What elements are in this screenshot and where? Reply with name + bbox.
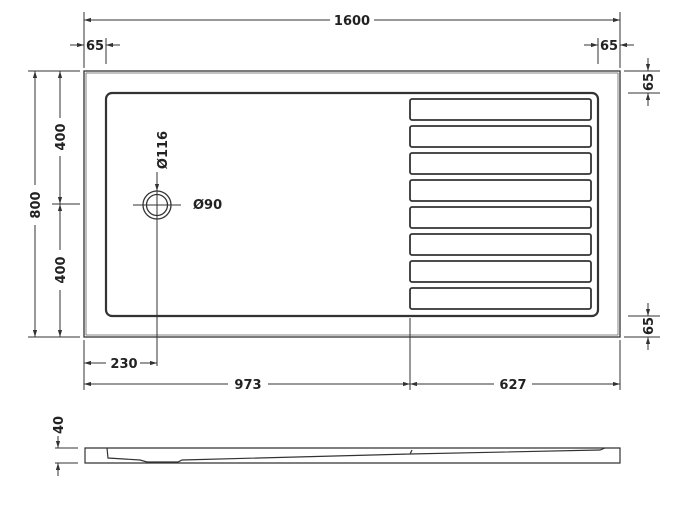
grate-area-length-label: 627 bbox=[499, 378, 526, 393]
dimension-waste-position-vertical: 400 400 bbox=[52, 71, 80, 337]
overall-width-label: 800 bbox=[29, 191, 44, 218]
dimension-overall-length: 1600 bbox=[83, 12, 621, 68]
tray-outer-edge bbox=[83, 70, 621, 338]
waste-outer-diameter-label: Ø116 bbox=[156, 131, 171, 169]
waste-from-top-label: 400 bbox=[54, 123, 69, 150]
dimension-overall-width: 800 bbox=[28, 70, 80, 338]
waste-from-bottom-label: 400 bbox=[54, 256, 69, 283]
waste-inner-diameter-label: Ø90 bbox=[193, 198, 222, 213]
dimension-waste-from-left: 230 bbox=[83, 340, 157, 390]
side-height-label: 40 bbox=[52, 416, 67, 434]
rim-top-label: 65 bbox=[642, 73, 657, 91]
drainage-grate-slot bbox=[409, 152, 592, 175]
dimension-waste-diameters: Ø116 Ø90 bbox=[154, 131, 222, 213]
drainage-grate-slot bbox=[409, 287, 592, 310]
waste-outlet bbox=[133, 181, 181, 366]
dimension-length-split: 973 627 bbox=[84, 318, 621, 393]
drainage-grate-slot bbox=[409, 206, 592, 229]
tray-inner-basin bbox=[104, 91, 600, 318]
rim-right-label: 65 bbox=[600, 39, 618, 54]
flat-area-length-label: 973 bbox=[234, 378, 261, 393]
rim-left-label: 65 bbox=[86, 39, 104, 54]
dimension-rim-left: 65 bbox=[70, 38, 120, 64]
tray-side-view: 40 bbox=[52, 416, 621, 476]
drainage-grates bbox=[409, 98, 592, 310]
waste-from-left-label: 230 bbox=[110, 357, 137, 372]
dimension-rim-top: 65 bbox=[624, 58, 660, 106]
tray-plan-view bbox=[83, 70, 621, 366]
drainage-grate-slot bbox=[409, 260, 592, 283]
rim-bottom-label: 65 bbox=[642, 317, 657, 335]
tray-outer-edge-inner-line bbox=[85, 72, 619, 336]
overall-length-label: 1600 bbox=[334, 14, 370, 29]
dimension-rim-right: 65 bbox=[584, 38, 634, 64]
drainage-grate-slot bbox=[409, 179, 592, 202]
drainage-grate-slot bbox=[409, 233, 592, 256]
drainage-grate-slot bbox=[409, 98, 592, 121]
dimension-rim-bottom: 65 bbox=[624, 303, 660, 350]
drainage-grate-slot bbox=[409, 125, 592, 148]
